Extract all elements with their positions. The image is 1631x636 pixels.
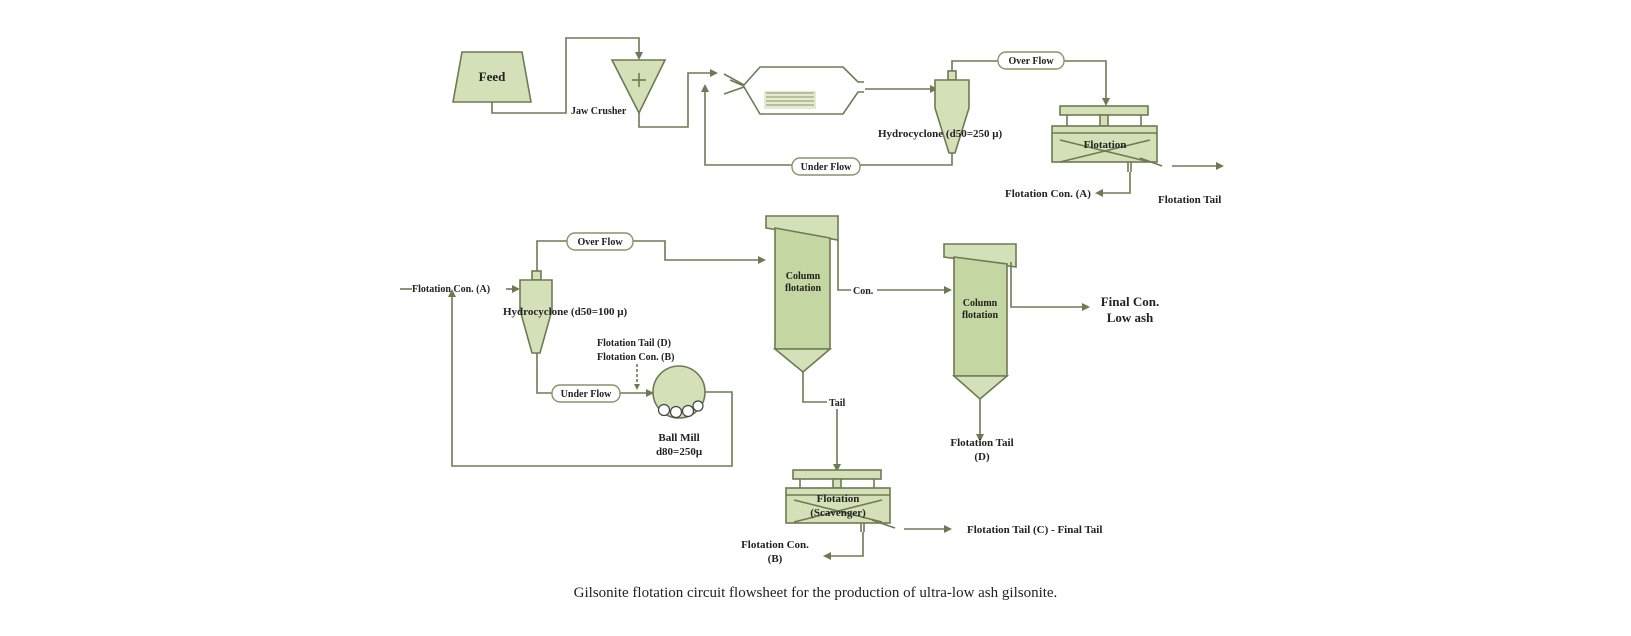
column-flotation-2 (943, 243, 1017, 401)
hydrocyclone-top-label: Hydrocyclone (d50=250 μ) (878, 128, 1002, 140)
arrow-head (930, 85, 938, 93)
arrow-head (635, 52, 643, 60)
con-label: Con. (853, 286, 874, 297)
flotation-con-a-label: Flotation Con. (A) (1005, 188, 1091, 200)
arrow-head (1082, 303, 1090, 311)
scavenger-label-line2: (Scavenger) (810, 507, 866, 519)
flotation-con-a-input-label: Flotation Con. (A) (412, 284, 490, 295)
arrow-head (646, 389, 654, 397)
flotation-tail-d-label-line2: (D) (974, 451, 990, 463)
ball-mill (652, 365, 706, 419)
arrow-head (823, 552, 831, 560)
final-con-line (1010, 262, 1084, 308)
tail-label: Tail (829, 398, 846, 409)
column1-con-line (837, 240, 946, 291)
underflow-top-line (704, 88, 953, 166)
arrow-head (634, 384, 640, 390)
underflow-top-pill (791, 157, 861, 176)
overflow-bottom-label: Over Flow (577, 237, 623, 248)
column-flotation-1 (765, 215, 839, 374)
figure-caption: Gilsonite flotation circuit flowsheet fo… (573, 585, 1058, 601)
arrow-head (1216, 162, 1224, 170)
con-label-bg (851, 283, 877, 297)
flotation-tail-d-label-line1: Flotation Tail (950, 437, 1013, 449)
jaw-crusher (610, 59, 667, 115)
ball-mill-recycle-line (451, 294, 733, 467)
arrow-head (944, 525, 952, 533)
column2-label-line1: Column (963, 298, 998, 309)
flotation-con-b-line (829, 532, 864, 557)
flotation-tail-top-label: Flotation Tail (1158, 194, 1221, 206)
final-con-label-line1: Final Con. (1101, 294, 1160, 309)
arrow-head (448, 289, 456, 297)
underflow-top-label: Under Flow (801, 162, 852, 173)
flotation-con-b-label-line1: Flotation Con. (741, 539, 809, 551)
column1-tail-line (802, 372, 838, 466)
arrow-head (710, 69, 718, 77)
crusher-to-mill-line (638, 72, 712, 128)
flotation-top-label: Flotation (1084, 139, 1127, 151)
underflow-bottom-label: Under Flow (561, 389, 612, 400)
horizontal-mill (723, 66, 864, 115)
arrow-head (512, 285, 520, 293)
arrow-head (701, 84, 709, 92)
overflow-top-pill (997, 51, 1065, 70)
arrow-head (758, 256, 766, 264)
overflow-bottom-pill (566, 232, 634, 251)
flotation-con-b-label-line2: (B) (768, 553, 783, 565)
jaw-crusher-label: Jaw Crusher (571, 106, 627, 117)
hydrocyclone-bottom (519, 270, 553, 354)
column1-label-line2: flotation (785, 283, 822, 294)
final-con-label-line2: Low ash (1107, 310, 1154, 325)
flotation-con-b-input-label: Flotation Con. (B) (597, 352, 675, 363)
flotation-tail-d-input-label: Flotation Tail (D) (597, 338, 671, 349)
underflow-bottom-pill (551, 384, 621, 403)
hydrocyclone-bottom-label: Hydrocyclone (d50=100 μ) (503, 306, 627, 318)
flotation-tail-c-label: Flotation Tail (C) - Final Tail (967, 524, 1102, 536)
hydrocyclone-top (934, 70, 970, 154)
tail-label-bg (827, 396, 849, 409)
arrow-head (976, 434, 984, 442)
scavenger-label-line1: Flotation (817, 493, 860, 505)
feed-hopper: Feed (452, 51, 532, 103)
flotation-con-a-line (1101, 172, 1131, 194)
feed-to-crusher-line (491, 37, 640, 114)
arrow-head (944, 286, 952, 294)
flotation-cell-scavenger (785, 469, 896, 532)
ball-mill-label: Ball Mill (658, 432, 699, 444)
column1-label-line1: Column (786, 271, 821, 282)
column2-label-line2: flotation (962, 310, 999, 321)
ball-mill-d80-label: d80=250μ (656, 446, 703, 458)
overflow-top-label: Over Flow (1008, 56, 1054, 67)
arrow-head (1095, 189, 1103, 197)
flotation-cell-top (1051, 105, 1163, 172)
feed-label: Feed (479, 69, 506, 84)
arrow-head (1102, 98, 1110, 106)
overflow-bottom-line (536, 240, 760, 271)
arrow-head (833, 464, 841, 472)
